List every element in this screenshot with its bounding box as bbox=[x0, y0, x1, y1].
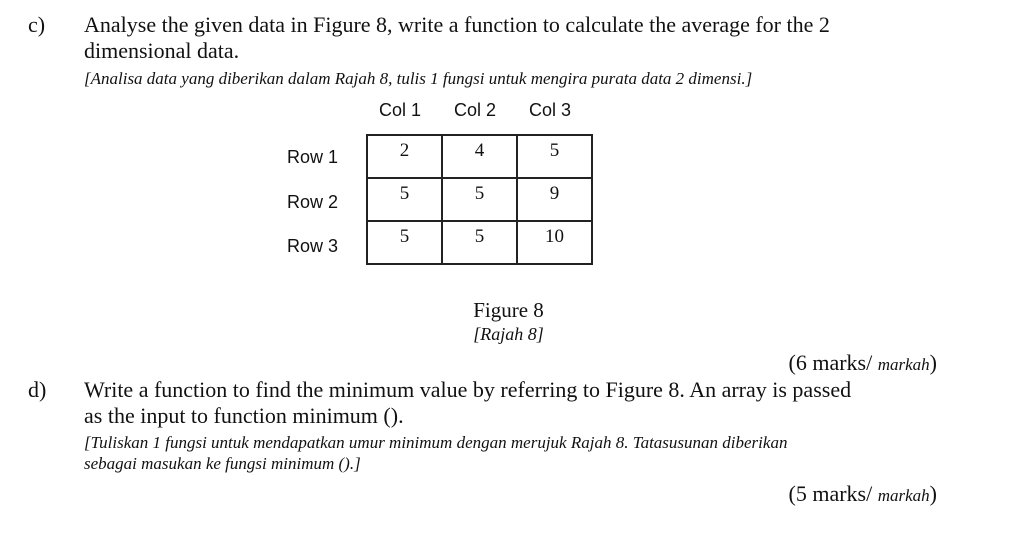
marks-word: markah bbox=[877, 355, 930, 374]
question-d-text-line1: Write a function to find the minimum val… bbox=[84, 377, 852, 402]
figure-caption: Figure 8 bbox=[473, 298, 544, 322]
row-header-1: Row 1 bbox=[287, 147, 339, 167]
question-d-translation-line2: sebagai masukan ke fungsi minimum ().] bbox=[84, 454, 361, 473]
col-header-1: Col 1 bbox=[379, 100, 422, 120]
table-cell: 5 bbox=[441, 177, 518, 222]
question-c-marks: (6 marks/ markah) bbox=[789, 350, 937, 376]
question-d-label: d) bbox=[28, 377, 47, 402]
question-d-text-line2: as the input to function minimum (). bbox=[84, 403, 404, 428]
row-header-2: Row 2 bbox=[287, 192, 339, 212]
question-c-text-line1: Analyse the given data in Figure 8, writ… bbox=[84, 12, 830, 37]
col-header-3: Col 3 bbox=[529, 100, 572, 120]
table-cell: 5 bbox=[441, 220, 518, 265]
table-cell: 4 bbox=[441, 134, 518, 179]
question-c-translation: [Analisa data yang diberikan dalam Rajah… bbox=[84, 69, 753, 88]
marks-close: ) bbox=[929, 481, 937, 506]
table-row: 2 4 5 bbox=[366, 134, 593, 179]
marks-word: markah bbox=[877, 486, 930, 505]
table-cell: 10 bbox=[516, 220, 593, 265]
marks-number: (5 marks/ bbox=[788, 481, 873, 506]
table-cell: 5 bbox=[366, 220, 443, 265]
figure-8-table: 2 4 5 5 5 9 5 5 10 bbox=[366, 134, 593, 265]
table-row: 5 5 9 bbox=[366, 177, 593, 222]
table-row: 5 5 10 bbox=[366, 220, 593, 265]
table-cell: 5 bbox=[366, 177, 443, 222]
question-c-text-line2: dimensional data. bbox=[84, 38, 240, 63]
question-d-translation-line1: [Tuliskan 1 fungsi untuk mendapatkan umu… bbox=[84, 433, 788, 452]
table-cell: 9 bbox=[516, 177, 593, 222]
col-header-2: Col 2 bbox=[454, 100, 497, 120]
table-cell: 5 bbox=[516, 134, 593, 179]
row-header-3: Row 3 bbox=[287, 236, 339, 256]
marks-close: ) bbox=[929, 350, 937, 375]
question-d-marks: (5 marks/ markah) bbox=[789, 481, 937, 507]
marks-number: (6 marks/ bbox=[788, 350, 873, 375]
figure-caption-translation: [Rajah 8] bbox=[473, 324, 544, 344]
question-c-label: c) bbox=[28, 12, 46, 37]
table-cell: 2 bbox=[366, 134, 443, 179]
